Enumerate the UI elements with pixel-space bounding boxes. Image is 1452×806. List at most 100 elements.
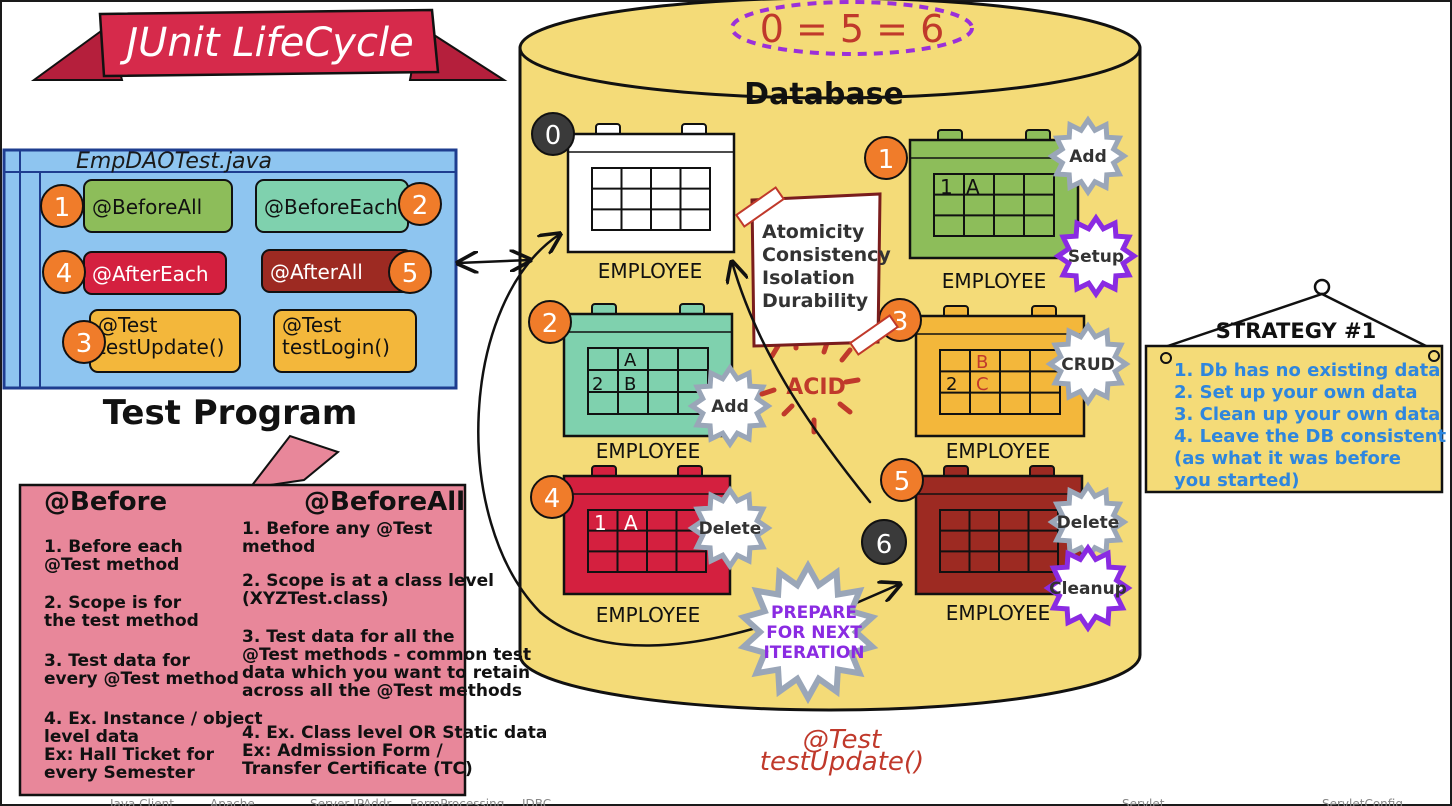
note-line: 2. Scope is for <box>44 593 182 613</box>
badge-star <box>1053 213 1139 299</box>
note-line: every Semester <box>44 763 195 783</box>
title-banner <box>30 8 508 81</box>
acid-note <box>734 186 900 435</box>
note-line: every @Test method <box>44 669 239 689</box>
badge-add: Add <box>1069 147 1107 167</box>
prepare-star-shape <box>737 559 879 705</box>
panel-db-arrow <box>458 260 530 263</box>
test-item-label: @AfterEach <box>92 262 209 286</box>
note-line: (XYZTest.class) <box>242 589 388 609</box>
equation-text: 0 = 5 = 6 <box>760 7 945 51</box>
cell-value: 1 <box>940 175 953 199</box>
acid-label: ACID <box>786 375 846 400</box>
acid-line: Isolation <box>762 267 855 289</box>
prepare-line: PREPARE <box>771 603 857 623</box>
flow-arrow-6-to-0 <box>732 262 872 504</box>
bottom-strip-label: Servlet <box>1122 797 1165 806</box>
step-1-marker-label: 1 <box>878 145 895 175</box>
step-3-marker-label: 3 <box>76 329 93 359</box>
step-2-marker <box>398 182 442 226</box>
table-label: EMPLOYEE <box>596 603 701 627</box>
badge-add: Add <box>711 397 749 417</box>
test-item-label: @AfterAll <box>270 260 363 284</box>
step-5-marker <box>880 458 924 502</box>
test-item-3: @AfterEach 4 <box>42 250 227 295</box>
strategy-item: 3. Clean up your own data <box>1174 404 1440 425</box>
cell-value: C <box>976 374 989 395</box>
note-line: the test method <box>44 611 199 631</box>
cylinder-top <box>518 0 1142 100</box>
test-item-label: testUpdate() <box>98 335 224 359</box>
notes-box <box>18 483 467 797</box>
step-4-marker-label: 4 <box>56 259 73 289</box>
cell-value: 2 <box>592 374 603 395</box>
badge-star <box>1043 543 1133 633</box>
step-1-marker-label: 1 <box>54 193 71 223</box>
step-0-marker <box>531 112 575 156</box>
note-line: Transfer Certificate (TC) <box>242 759 473 779</box>
step-3-marker-label: 3 <box>892 307 909 337</box>
badge-setup: Setup <box>1068 247 1124 267</box>
step-2-marker <box>528 300 572 344</box>
test-caption-2: testUpdate() <box>760 747 924 777</box>
step-5-marker <box>388 250 432 294</box>
bottom-strip-label: JDBC <box>521 797 551 806</box>
note-line: 3. Test data for all the <box>242 627 455 647</box>
step-1-marker <box>864 136 908 180</box>
table-label: EMPLOYEE <box>942 269 1047 293</box>
cell-value: 2 <box>946 374 957 395</box>
test-item-label: @Test <box>98 313 158 337</box>
flow-arrow-loop <box>477 234 758 647</box>
flow-arrow-prepare <box>852 584 900 606</box>
cell-value: A <box>966 175 980 199</box>
bottom-strip-label: Java Client <box>109 797 174 806</box>
strategy-sign <box>1144 278 1444 494</box>
database-title: Database <box>744 77 904 112</box>
strategy-item: (as what it was before <box>1174 448 1401 469</box>
table-label: EMPLOYEE <box>946 601 1051 625</box>
note-line: 4. Ex. Class level OR Static data <box>242 723 547 743</box>
note-line: level data <box>44 727 139 747</box>
test-item-box <box>273 309 417 373</box>
note-line: 3. Test data for <box>44 651 190 671</box>
step-1-marker <box>40 184 84 228</box>
badge-star <box>1047 115 1129 197</box>
acid-line: Consistency <box>762 244 891 266</box>
note-line: 4. Ex. Instance / object <box>44 709 262 729</box>
note-line: 2. Scope is at a class level <box>242 571 494 591</box>
cell-value: B <box>976 352 988 373</box>
badge-star <box>687 485 773 571</box>
note-line: @Test methods - common test <box>242 645 531 665</box>
step-6-label: 6 <box>876 530 893 560</box>
step-2-marker-label: 2 <box>542 309 559 339</box>
strategy-title: STRATEGY #1 <box>1216 319 1376 343</box>
test-item-label: testLogin() <box>282 335 390 359</box>
test-program-label: Test Program <box>103 393 358 433</box>
bottom-strip-label: ServletConfig <box>1322 797 1403 806</box>
page-title: JUnit LifeCycle <box>119 20 413 66</box>
strategy-item: 2. Set up your own data <box>1174 382 1418 403</box>
badge-cleanup: Cleanup <box>1049 579 1127 599</box>
badge-star <box>687 363 773 449</box>
bottom-strip-label: Server IPAddr <box>310 797 391 806</box>
note-line: 1. Before any @Test <box>242 519 432 539</box>
test-file-name: EmpDAOTest.java <box>76 149 272 174</box>
cell-value: 1 <box>594 511 607 535</box>
